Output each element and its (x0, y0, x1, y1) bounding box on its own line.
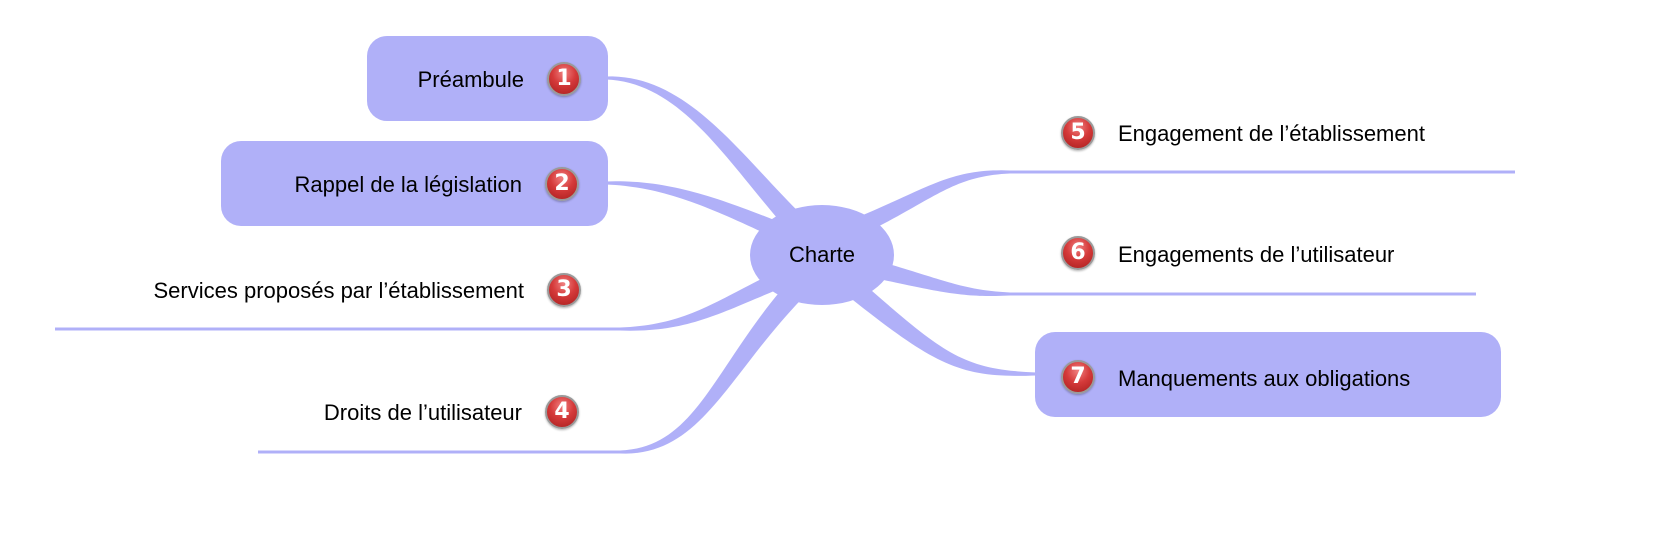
node-label-2: Rappel de la législation (294, 172, 523, 197)
node-label-7: Manquements aux obligations (1118, 366, 1411, 391)
number-4-icon: 4 (545, 395, 579, 429)
number-2-icon: 2 (545, 167, 579, 201)
node-box-rappel[interactable] (221, 141, 608, 226)
number-7-icon: 7 (1061, 360, 1095, 394)
root-node[interactable]: Charte (750, 205, 894, 305)
node-label-3: Services proposés par l’établissement (153, 278, 524, 303)
number-6-icon: 6 (1061, 236, 1095, 270)
branch-7 (843, 277, 1037, 376)
root-label: Charte (788, 242, 856, 267)
node-label-1: Préambule (417, 67, 524, 92)
branch-6 (867, 259, 1010, 297)
node-label-5: Engagement de l’établissement (1118, 121, 1425, 146)
node-label-6: Engagements de l’utilisateur (1118, 242, 1395, 267)
number-5-icon: 5 (1061, 116, 1095, 150)
branch-4 (620, 277, 809, 454)
node-label-4: Droits de l’utilisateur (323, 400, 522, 425)
number-3-icon: 3 (547, 273, 581, 307)
node-box-manquements[interactable] (1035, 332, 1501, 417)
number-1-icon: 1 (547, 62, 581, 96)
